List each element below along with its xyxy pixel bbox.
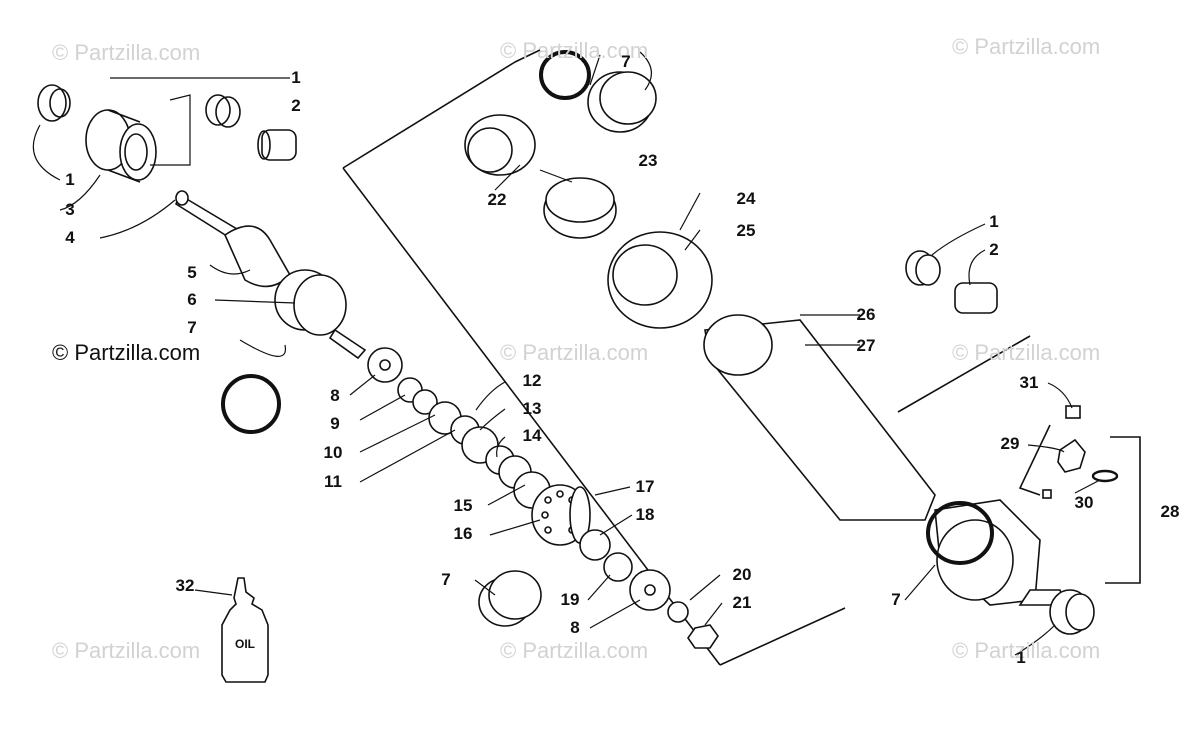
ifp-part-22 (464, 114, 536, 176)
oil-bottle-label: OIL (235, 637, 255, 651)
callout-number[interactable]: 15 (453, 496, 473, 515)
callout-number[interactable]: 18 (635, 505, 655, 524)
o-ring-left (221, 374, 281, 434)
adjuster-ring-part-24 (607, 231, 713, 329)
callout-number[interactable]: 30 (1074, 493, 1094, 512)
bushing-upper (205, 94, 241, 128)
watermark: © Partzilla.com (952, 34, 1101, 59)
valve-part-29 (1042, 438, 1086, 499)
callout-number[interactable]: 21 (732, 593, 752, 612)
callout-number[interactable]: 29 (1000, 434, 1020, 453)
callout-number[interactable]: 2 (989, 240, 999, 259)
callout-number[interactable]: 7 (187, 318, 197, 337)
eyelet-part-3 (85, 109, 157, 183)
callout-number[interactable]: 19 (560, 590, 580, 609)
callout-number[interactable]: 12 (522, 371, 542, 390)
watermark: © Partzilla.com (952, 340, 1101, 365)
callout-number[interactable]: 2 (291, 96, 301, 115)
callout-number[interactable]: 23 (638, 151, 658, 170)
callout-number[interactable]: 14 (522, 426, 542, 445)
callout-number[interactable]: 9 (330, 414, 340, 433)
callout-number[interactable]: 1 (989, 212, 999, 231)
piston-band-lower (478, 570, 542, 627)
callout-number[interactable]: 6 (187, 290, 197, 309)
spacer-right (954, 282, 998, 314)
callout-number[interactable]: 31 (1019, 373, 1039, 392)
callout-number[interactable]: 17 (635, 477, 655, 496)
bushing-right (905, 250, 941, 286)
callout-number[interactable]: 7 (891, 590, 901, 609)
bushing-top-left (37, 84, 71, 122)
oil-bottle-part-32 (221, 577, 269, 683)
callout-number[interactable]: 10 (323, 443, 343, 462)
o-ring-part-30 (1091, 469, 1119, 483)
callout-number[interactable]: 7 (441, 570, 451, 589)
bracket-29 (1018, 424, 1051, 496)
callout-number[interactable]: 28 (1160, 502, 1180, 521)
watermark: © Partzilla.com (500, 340, 649, 365)
callout-number[interactable]: 32 (175, 576, 195, 595)
callout-number[interactable]: 8 (570, 618, 580, 637)
callout-number[interactable]: 13 (522, 399, 542, 418)
callout-number[interactable]: 1 (291, 68, 301, 87)
bumper-part-5 (223, 225, 291, 288)
shim-stack (367, 347, 551, 509)
watermark: © Partzilla.com (952, 638, 1101, 663)
band-top (587, 71, 657, 133)
watermark: © Partzilla.com (52, 340, 201, 365)
seal-head-part-6 (274, 269, 367, 360)
screw-part-31 (1065, 405, 1081, 419)
leader-lines (32, 51, 1101, 656)
callout-number[interactable]: 22 (487, 190, 507, 209)
shim-stack-lower (579, 529, 719, 649)
watermark: © Partzilla.com (500, 638, 649, 663)
o-ring-top (539, 50, 591, 100)
piston-part-16 (531, 484, 591, 546)
callout-number[interactable]: 27 (856, 336, 876, 355)
callout-number[interactable]: 24 (736, 189, 756, 208)
callout-number[interactable]: 20 (732, 565, 752, 584)
coil-spring-part-26 (703, 314, 936, 521)
callout-number[interactable]: 25 (736, 221, 756, 240)
callout-number[interactable]: 7 (621, 52, 631, 71)
cylinder-bracket-line (897, 335, 1031, 413)
callout-number[interactable]: 3 (65, 200, 75, 219)
watermark: © Partzilla.com (52, 40, 201, 65)
callout-number[interactable]: 1 (1016, 648, 1026, 667)
assembly-bracket-line (342, 49, 846, 666)
watermark: © Partzilla.com (500, 38, 649, 63)
callout-number[interactable]: 11 (324, 472, 342, 491)
callout-number[interactable]: 4 (65, 228, 75, 247)
callout-number[interactable]: 1 (65, 170, 75, 189)
sleeve-part-23 (543, 177, 617, 239)
bushing-lower-right (1049, 589, 1095, 635)
shock-body-part-28 (934, 499, 1067, 606)
o-ring-right (926, 501, 994, 565)
watermark: © Partzilla.com (52, 638, 201, 663)
callout-number[interactable]: 8 (330, 386, 340, 405)
callout-number[interactable]: 26 (856, 305, 876, 324)
spacer-upper (257, 129, 297, 161)
callout-number[interactable]: 5 (187, 263, 197, 282)
callout-number[interactable]: 16 (453, 524, 473, 543)
bracket-28 (1105, 436, 1141, 584)
